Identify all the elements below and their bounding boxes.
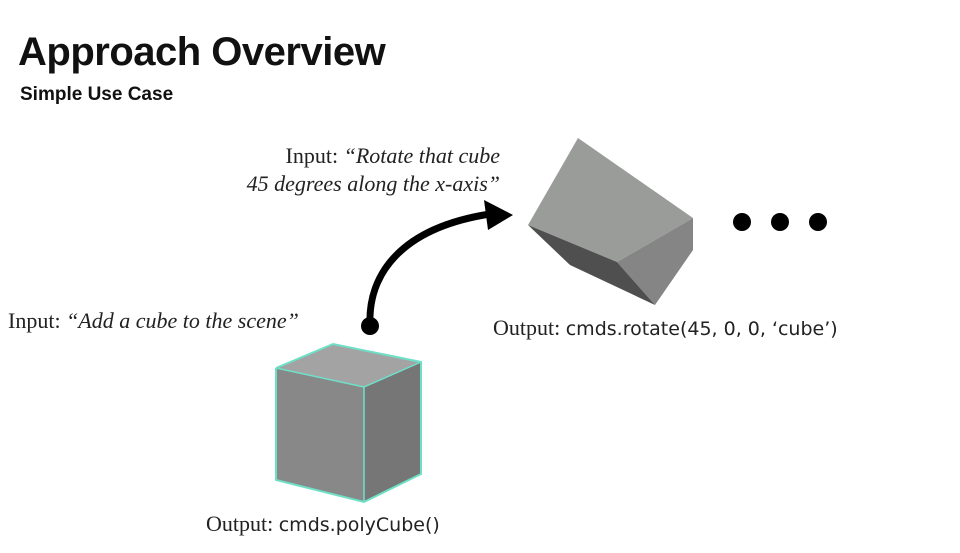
step2-input-label: Input: [285,143,344,168]
ellipsis-dot-3 [809,213,827,231]
step2-input-text: Input: “Rotate that cube 45 degrees alon… [200,142,500,198]
step2-output-label: Output: [493,315,566,340]
step2-input-line1: Input: “Rotate that cube [200,142,500,170]
flow-arrow-start-dot [361,317,379,335]
cube-rotated-top [528,138,693,262]
flow-arrowhead [484,200,513,230]
step2-output-text: Output: cmds.rotate(45, 0, 0, ‘cube’) [493,314,838,343]
cube-rotated-front [528,225,655,305]
step2-input-quote-line1: “Rotate that cube [343,143,500,168]
step1-input-quote: “Add a cube to the scene” [66,308,299,333]
cube-rotated-side [617,218,693,305]
step1-output-text: Output: cmds.polyCube() [206,510,440,539]
cube-initial [275,342,422,504]
slide-title: Approach Overview [18,30,386,74]
step1-output-label: Output: [206,511,279,536]
ellipsis-dot-2 [771,213,789,231]
cube-rotated [528,138,693,305]
ellipsis-dot-1 [733,213,751,231]
step2-output-code: cmds.rotate(45, 0, 0, ‘cube’) [565,318,838,340]
cube-initial-front [276,368,364,502]
slide-subtitle: Simple Use Case [20,84,174,105]
cube-initial-side [364,362,421,502]
step2-input-quote-line2: 45 degrees along the x-axis” [246,171,500,196]
step1-input-text: Input: “Add a cube to the scene” [8,307,299,335]
step1-output-code: cmds.polyCube() [278,514,440,536]
flow-arrow [366,210,494,329]
step1-input-label: Input: [8,308,67,333]
